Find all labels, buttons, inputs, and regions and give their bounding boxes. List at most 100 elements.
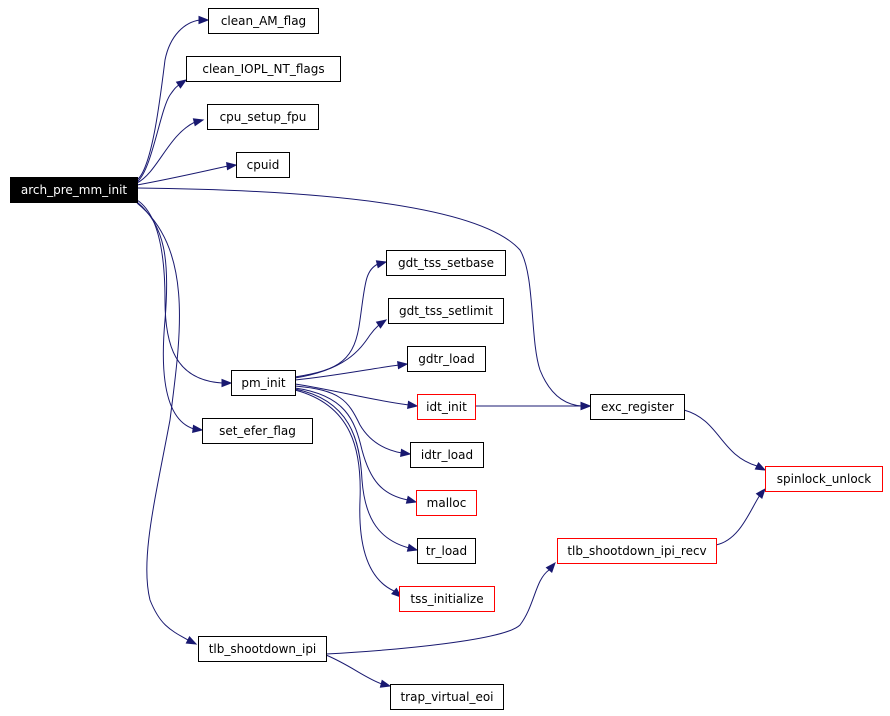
edge-line — [136, 121, 196, 184]
node-cpu-setup-fpu[interactable]: cpu_setup_fpu — [207, 104, 319, 130]
edge-arch_pre_mm_init-to-clean_AM_flag — [136, 15, 210, 181]
node-gdt-tss-setbase[interactable]: gdt_tss_setbase — [386, 250, 506, 276]
edge-pm_init-to-idtr_load — [294, 385, 412, 458]
node-label: tlb_shootdown_ipi_recv — [567, 544, 706, 558]
node-box — [202, 418, 313, 444]
arrowhead-icon — [755, 487, 766, 500]
edge-pm_init-to-gdt_tss_setlimit — [294, 319, 388, 379]
arrowhead-icon — [406, 543, 419, 552]
node-label: tr_load — [426, 544, 467, 558]
arrowhead-icon — [375, 319, 388, 329]
node-cpuid[interactable]: cpuid — [236, 152, 290, 178]
arrowhead-icon — [397, 360, 409, 370]
arrowhead-icon — [192, 424, 204, 434]
node-label: pm_init — [241, 376, 286, 390]
node-label: trap_virtual_eoi — [400, 690, 493, 704]
node-gdtr-load[interactable]: gdtr_load — [407, 346, 486, 372]
edge-line — [294, 364, 400, 381]
node-box — [390, 684, 504, 710]
node-set-efer-flag[interactable]: set_efer_flag — [202, 418, 313, 444]
arrowhead-icon — [400, 448, 412, 458]
node-arch-pre-mm-init[interactable]: arch_pre_mm_init — [10, 177, 138, 203]
edge-tlb_shootdown_ipi_recv-to-spinlock_unlock — [715, 487, 766, 546]
node-label: cpu_setup_fpu — [220, 110, 307, 124]
node-malloc[interactable]: malloc — [416, 490, 477, 516]
node-label: set_efer_flag — [219, 424, 296, 438]
node-spinlock-unlock[interactable]: spinlock_unlock — [765, 466, 883, 492]
node-pm-init[interactable]: pm_init — [231, 370, 296, 396]
arrowhead-icon — [198, 15, 210, 25]
node-box — [765, 466, 883, 492]
edge-line — [136, 19, 201, 181]
node-tlb-shootdown-ipi-recv[interactable]: tlb_shootdown_ipi_recv — [557, 538, 717, 564]
edge-line — [325, 654, 383, 685]
edge-arch_pre_mm_init-to-exc_register — [136, 187, 592, 411]
edge-line — [294, 385, 403, 454]
edge-tlb_shootdown_ipi-to-tlb_shootdown_ipi_recv — [325, 561, 556, 655]
arrowhead-icon — [221, 378, 233, 388]
edge-line — [715, 494, 761, 546]
edge-arch_pre_mm_init-to-tlb_shootdown_ipi — [136, 202, 198, 645]
arrowhead-icon — [405, 495, 418, 504]
edge-pm_init-to-tr_load — [294, 388, 419, 552]
node-box — [386, 250, 506, 276]
node-tss-initialize[interactable]: tss_initialize — [399, 586, 495, 612]
node-label: idt_init — [426, 400, 467, 414]
edge-arch_pre_mm_init-to-cpu_setup_fpu — [136, 118, 205, 184]
edge-line — [136, 83, 181, 183]
node-idt-init[interactable]: idt_init — [417, 394, 476, 420]
node-box — [399, 586, 495, 612]
arrowhead-icon — [226, 161, 238, 171]
node-clean-AM-flag[interactable]: clean_AM_flag — [208, 8, 319, 34]
edge-line — [136, 201, 195, 430]
node-tlb-shootdown-ipi[interactable]: tlb_shootdown_ipi — [198, 636, 327, 662]
node-box — [186, 56, 341, 82]
arrowhead-icon — [754, 461, 767, 471]
edge-arch_pre_mm_init-to-pm_init — [136, 199, 233, 388]
node-box — [10, 177, 138, 203]
node-box — [388, 298, 504, 324]
node-idtr-load[interactable]: idtr_load — [410, 442, 484, 468]
node-label: gdt_tss_setlimit — [399, 304, 493, 318]
arrowhead-icon — [391, 587, 403, 598]
node-label: gdt_tss_setbase — [398, 256, 494, 270]
node-box — [416, 490, 477, 516]
node-label: cpuid — [247, 158, 280, 172]
edge-arch_pre_mm_init-to-set_efer_flag — [136, 201, 204, 434]
edge-line — [136, 165, 229, 186]
arrowhead-icon — [379, 679, 392, 688]
edge-line — [294, 383, 410, 406]
edge-arch_pre_mm_init-to-clean_IOPL_NT_flags — [136, 79, 188, 183]
node-label: exc_register — [601, 400, 674, 414]
edge-line — [294, 323, 381, 379]
node-box — [557, 538, 717, 564]
edge-line — [136, 199, 223, 384]
edge-pm_init-to-gdt_tss_setbase — [294, 260, 388, 378]
node-box — [231, 370, 296, 396]
node-box — [207, 104, 319, 130]
node-label: spinlock_unlock — [777, 472, 872, 486]
node-clean-IOPL-NT-flags[interactable]: clean_IOPL_NT_flags — [186, 56, 341, 82]
node-gdt-tss-setlimit[interactable]: gdt_tss_setlimit — [388, 298, 504, 324]
node-label: tss_initialize — [410, 592, 483, 606]
node-tr-load[interactable]: tr_load — [417, 538, 476, 564]
arrowhead-icon — [192, 118, 205, 127]
arrowhead-icon — [580, 401, 592, 411]
arrowhead-icon — [175, 79, 188, 89]
edge-line — [294, 387, 409, 501]
node-box — [236, 152, 290, 178]
node-box — [417, 538, 476, 564]
nodes-layer: arch_pre_mm_init clean_AM_flag clean_IOPL_… — [10, 8, 883, 710]
node-box — [198, 636, 327, 662]
edges-layer — [136, 15, 767, 688]
edge-pm_init-to-malloc — [294, 387, 418, 504]
node-label: malloc — [427, 496, 467, 510]
edge-idt_init-to-exc_register — [475, 401, 592, 411]
node-exc-register[interactable]: exc_register — [590, 394, 685, 420]
edge-exc_register-to-spinlock_unlock — [683, 409, 767, 471]
edge-pm_init-to-gdtr_load — [294, 360, 409, 381]
node-trap-virtual-eoi[interactable]: trap_virtual_eoi — [390, 684, 504, 710]
edge-arch_pre_mm_init-to-cpuid — [136, 161, 238, 186]
edge-line — [136, 187, 583, 407]
